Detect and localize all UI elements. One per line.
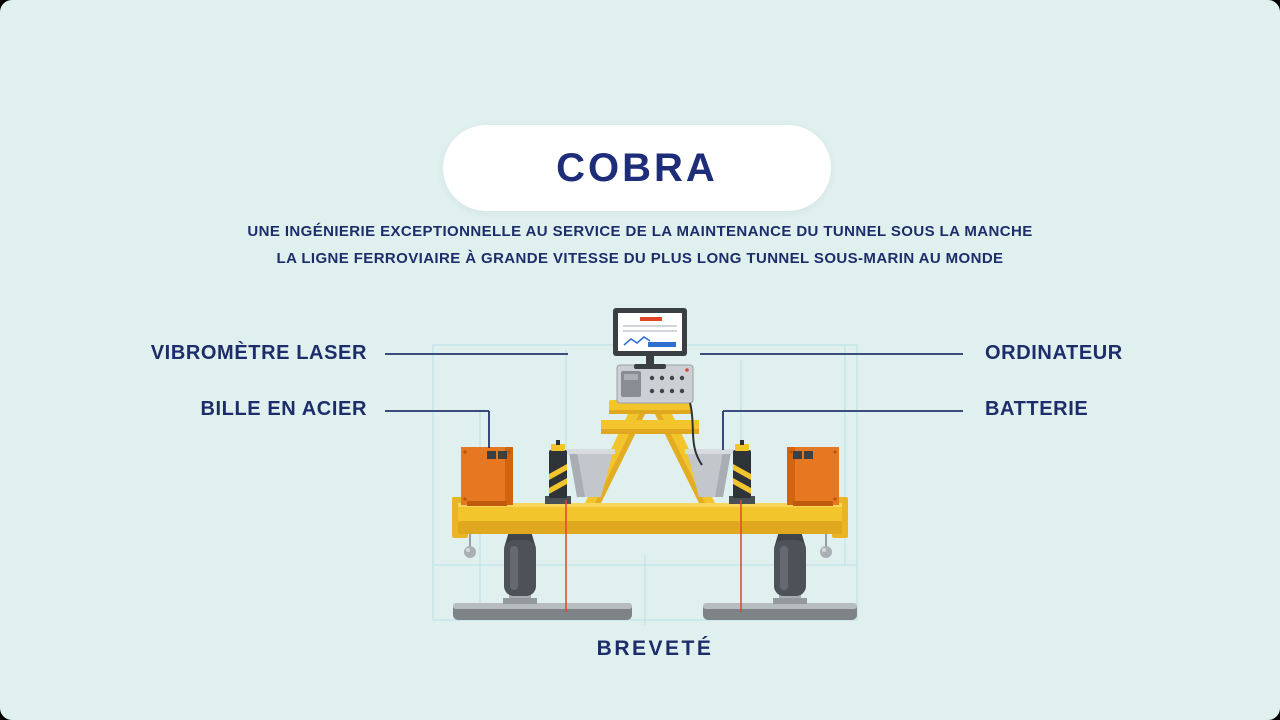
support-frame	[585, 400, 715, 503]
gray-funnel-right	[685, 449, 733, 497]
control-unit	[616, 364, 694, 404]
rail-profile-right	[773, 590, 807, 604]
guide-lines	[432, 344, 858, 625]
rail-profile-left	[503, 590, 537, 604]
rail-base-left	[453, 603, 632, 620]
label-vibrometre-laser: VIBROMÈTRE LASER	[150, 342, 367, 364]
label-bille-en-acier: BILLE EN ACIER	[200, 398, 367, 420]
cable	[689, 402, 703, 466]
title-pill: COBRA	[443, 125, 831, 211]
label-ordinateur: ORDINATEUR	[985, 342, 1123, 364]
page-title: COBRA	[556, 145, 718, 190]
steel-ball-right	[820, 534, 832, 558]
main-beam	[452, 497, 848, 538]
subtitle-line-2: LA LIGNE FERROVIAIRE À GRANDE VITESSE DU…	[276, 250, 1004, 267]
gray-funnel-left	[567, 449, 615, 497]
rail-wheel-left	[504, 528, 536, 596]
laser-vibrometer-right	[729, 440, 755, 504]
steel-ball-left	[464, 534, 476, 558]
orange-housing-right	[787, 447, 839, 506]
laser-vibrometer-left	[545, 440, 571, 504]
orange-housing-left	[461, 447, 513, 506]
computer-monitor	[613, 308, 687, 369]
subtitle-line-1: UNE INGÉNIERIE EXCEPTIONNELLE AU SERVICE…	[247, 223, 1033, 240]
laser-beams	[565, 500, 742, 612]
label-batterie: BATTERIE	[985, 398, 1089, 420]
rail-wheel-right	[774, 528, 806, 596]
rail-base-right	[703, 603, 857, 620]
callout-connectors	[385, 353, 963, 450]
patented-label: BREVETÉ	[596, 637, 714, 660]
